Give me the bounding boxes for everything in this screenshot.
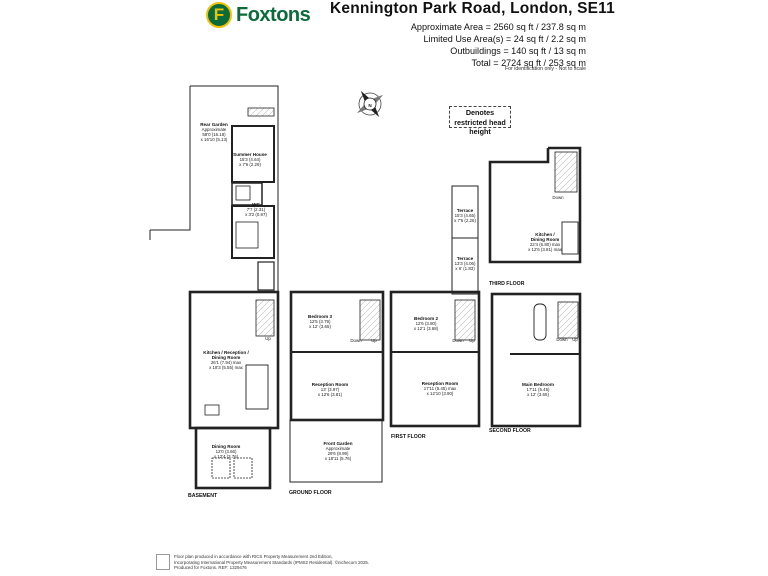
second-stairs-up: Up — [572, 337, 578, 342]
rics-badge-icon — [156, 554, 170, 570]
foxtons-wordmark: Foxtons — [236, 3, 311, 26]
basement-plan — [149, 85, 280, 490]
second-floor-plan — [490, 292, 582, 428]
limited-use-area: Limited Use Area(s) = 24 sq ft / 2.2 sq … — [423, 34, 587, 44]
footer-line-2: Incorporating International Property Mea… — [174, 559, 370, 565]
ground-floor-plan — [289, 290, 385, 483]
compass-icon — [356, 90, 384, 118]
basement-stairs-up: Up — [265, 336, 271, 341]
approximate-area: Approximate Area = 2560 sq ft / 237.8 sq… — [410, 22, 586, 32]
second-floor-label: SECOND FLOOR — [489, 428, 531, 434]
third-stairs-down: Down — [552, 195, 564, 200]
total-area: Total = 2724 sq ft / 253 sq m — [471, 58, 587, 68]
identification-note: For identification only - Not to scale — [504, 66, 586, 72]
restricted-height-key: Denotes restricted head height — [449, 106, 511, 136]
first-stairs-down: Down — [452, 338, 464, 343]
first-stairs-up: Up — [469, 338, 475, 343]
first-floor-label: FIRST FLOOR — [391, 434, 426, 440]
footer-note: Floor plan produced in accordance with R… — [174, 554, 369, 571]
ground-stairs-down: Down — [350, 338, 362, 343]
first-floor-plan — [389, 185, 481, 428]
ground-stairs-up: Up — [371, 338, 377, 343]
area-summary: Approximate Area = 2560 sq ft / 237.8 sq… — [411, 21, 586, 69]
ground-floor-label: GROUND FLOOR — [289, 490, 332, 496]
second-stairs-down: Down — [556, 337, 568, 342]
foxtons-logo-mark: F — [206, 2, 232, 28]
basement-floor-label: BASEMENT — [188, 493, 218, 499]
foxtons-logo: F Foxtons — [206, 2, 311, 28]
compass-north: N — [368, 103, 372, 108]
third-floor-label: THIRD FLOOR — [489, 281, 525, 287]
footer-line-1: Floor plan produced in accordance with R… — [174, 554, 333, 559]
third-floor-plan — [488, 146, 582, 264]
property-title: Kennington Park Road, London, SE11 — [330, 0, 615, 17]
outbuildings-area: Outbuildings = 140 sq ft / 13 sq m — [450, 46, 586, 56]
footer-line-3: Produced for Foxtons. REF: 1329476 — [174, 565, 247, 571]
